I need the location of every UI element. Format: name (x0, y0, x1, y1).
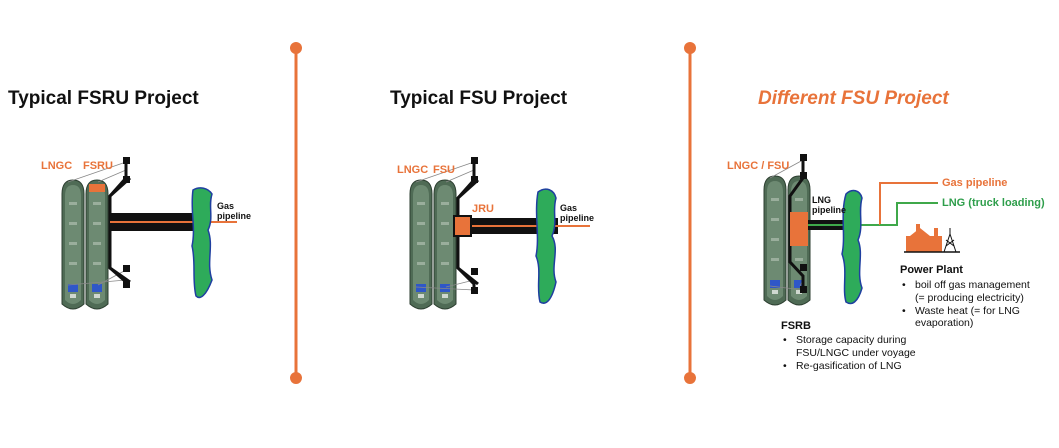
lng-label-line-1: LNG (812, 195, 831, 205)
fsru-title: Typical FSRU Project (8, 88, 199, 109)
fsru-vessel-fsru (85, 179, 109, 310)
fsrb-bullet-1-line-2: FSU/LNGC under voyage (796, 346, 916, 359)
fsru-vessel-lngc (61, 179, 85, 310)
fsru-shore (191, 187, 213, 299)
pp-bullet-2-line-1: Waste heat (= for LNG (915, 304, 1020, 317)
fsu-mooring-lines (415, 161, 475, 291)
truck-loading-label: LNG (truck loading) (942, 197, 1045, 209)
power-plant-icon (904, 224, 960, 253)
fsrb-bullets: Storage capacity during FSU/LNGC under v… (781, 334, 916, 372)
fsru-label-fsru: FSRU (83, 160, 113, 172)
fsru-dolphins (123, 157, 130, 288)
separator-left (290, 42, 302, 384)
fsrb-bullet: Re-gasification of LNG (781, 360, 916, 373)
gas-pipeline-label: Gas pipeline (942, 177, 1008, 189)
fsu-shore (535, 188, 557, 304)
fsu-trestle (458, 218, 590, 234)
power-plant-bullet: Waste heat (= for LNG evaporation) (900, 305, 1030, 331)
fsu-title: Typical FSU Project (390, 88, 568, 109)
diff-vessel-lngc (763, 175, 787, 306)
fsru-regas-module (89, 184, 105, 192)
fsu-dolphins (471, 157, 478, 294)
pp-bullet-1-line-2: (= producing electricity) (915, 291, 1024, 304)
fsu-gas-label-line-1: Gas (560, 203, 578, 213)
diff-dolphins (800, 154, 807, 293)
power-plant-heading: Power Plant (900, 264, 963, 276)
fsu-vessel-lngc (409, 179, 433, 310)
power-plant-bullets: boil off gas management (= producing ele… (900, 279, 1030, 330)
power-plant-bullet: boil off gas management (= producing ele… (900, 279, 1030, 305)
fsru-gas-pipeline-label: Gas pipeline (217, 201, 252, 222)
fsrb-bullet-1-line-1: Storage capacity during (796, 334, 907, 346)
jru-label: JRU (472, 203, 495, 215)
separator-right (684, 42, 696, 384)
fsru-gas-label-line-1: Gas (217, 201, 235, 211)
different-fsu-title: Different FSU Project (758, 88, 949, 109)
lng-pipeline-label: LNG pipeline (812, 195, 847, 216)
jru-unit (453, 215, 472, 237)
fsu-label-fsu: FSU (433, 164, 455, 176)
diff-label-lngc-fsu: LNGC / FSU (727, 160, 790, 172)
fsrb-bullet-2-line-1: Re-gasification of LNG (796, 359, 902, 372)
lng-label-line-2: pipeline (812, 204, 847, 215)
fsu-vessel-fsu (433, 179, 457, 310)
pp-bullet-1-line-1: boil off gas management (915, 279, 1030, 291)
fsrb-bullet: Storage capacity during FSU/LNGC under v… (781, 334, 916, 360)
fsu-gas-label-line-2: pipeline (560, 212, 595, 223)
pp-bullet-2-line-2: evaporation) (915, 317, 974, 330)
fsru-label-lngc: LNGC (41, 160, 73, 172)
gas-pipeline-line (879, 182, 938, 225)
fsru-mooring-lines (67, 161, 127, 286)
truck-loading-line (880, 202, 938, 226)
fsru-gas-label-line-2: pipeline (217, 210, 252, 221)
fsru-trestle (110, 213, 237, 231)
fsu-gas-pipeline-label: Gas pipeline (560, 203, 595, 224)
diff-shore (841, 189, 863, 305)
fsrb-heading: FSRB (781, 320, 811, 332)
fsrb-module (790, 212, 808, 246)
fsu-label-lngc: LNGC (397, 164, 429, 176)
